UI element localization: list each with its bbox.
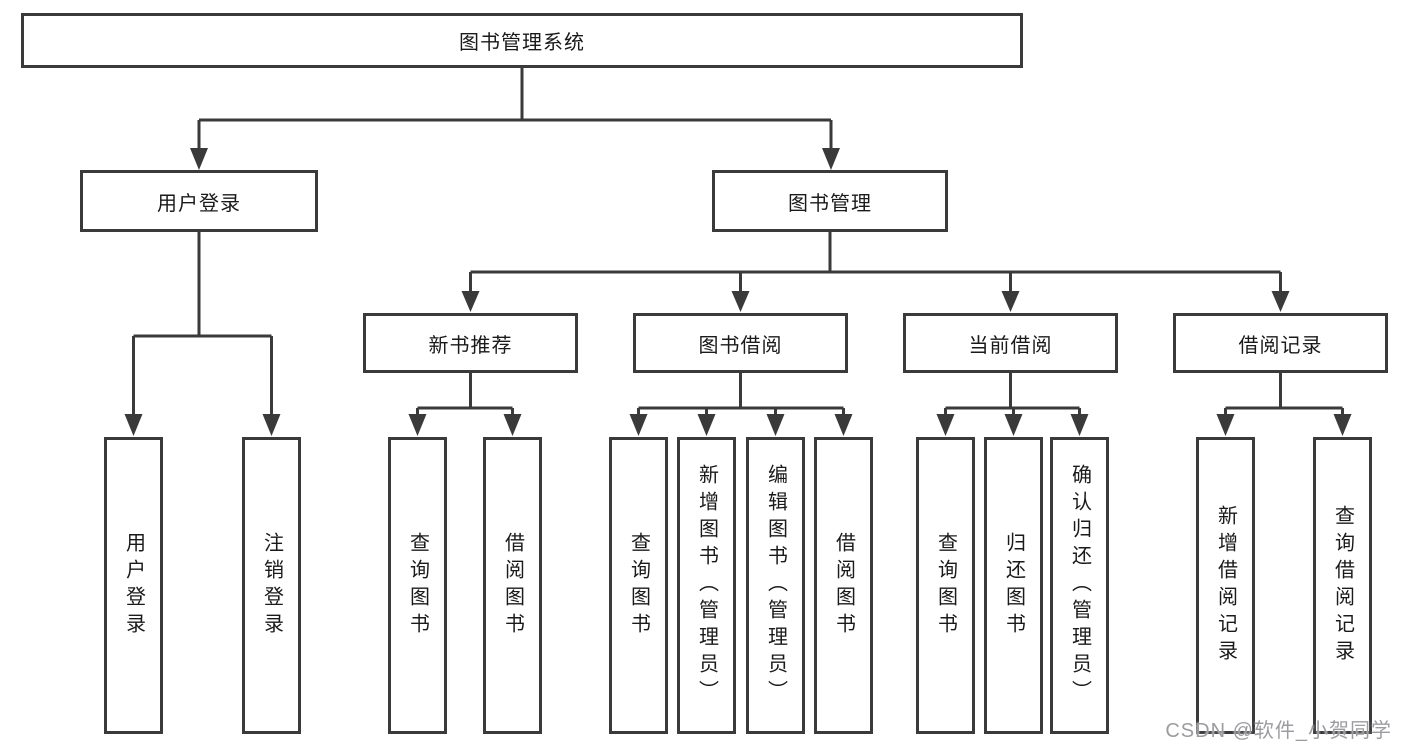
watermark-csdn: CSDN @软件_小贺同学: [1165, 720, 1392, 742]
leaf-confirm-return-admin: 确认归还（管理员）: [1050, 437, 1109, 734]
leaf-label: 查询图书: [627, 531, 650, 640]
leaf-query-books-current: 查询图书: [916, 437, 975, 734]
connector-user-login-to-leaves: [124, 232, 281, 436]
leaf-borrow-books-borrowing: 借阅图书: [814, 437, 873, 734]
connector-current-borrowing-to-leaves: [936, 373, 1089, 436]
arrow-down-icon: [190, 148, 208, 170]
leaf-label: 查询图书: [406, 531, 429, 640]
connector-book-management-to-level3: [461, 232, 1290, 312]
arrow-down-icon: [124, 414, 143, 436]
arrow-down-icon: [1004, 414, 1023, 436]
arrow-down-icon: [731, 291, 750, 312]
leaf-label: 查询借阅记录: [1331, 504, 1354, 667]
leaf-logout: 注销登录: [242, 437, 301, 734]
leaf-label: 编辑图书（管理员）: [764, 464, 787, 707]
node-new-book-recommendation: 新书推荐: [363, 313, 578, 373]
leaf-label: 查询图书: [934, 531, 957, 640]
arrow-down-icon: [1001, 291, 1020, 312]
connector-root-to-level2: [190, 68, 840, 170]
arrow-down-icon: [834, 414, 853, 436]
node-current-borrowing: 当前借阅: [903, 313, 1118, 373]
leaf-query-books-recommend: 查询图书: [388, 437, 447, 734]
arrow-down-icon: [697, 414, 716, 436]
arrow-down-icon: [1070, 414, 1089, 436]
leaf-add-book-admin: 新增图书（管理员）: [677, 437, 736, 734]
leaf-label: 归还图书: [1002, 531, 1025, 640]
arrow-down-icon: [822, 148, 840, 170]
leaf-add-borrow-record: 新增借阅记录: [1196, 437, 1255, 734]
leaf-label: 确认归还（管理员）: [1068, 464, 1091, 707]
arrow-down-icon: [766, 414, 785, 436]
node-book-borrowing: 图书借阅: [633, 313, 848, 373]
arrow-down-icon: [408, 414, 427, 436]
node-borrowing-records: 借阅记录: [1173, 313, 1388, 373]
node-library-management-system: 图书管理系统: [21, 13, 1023, 68]
node-book-management: 图书管理: [712, 170, 948, 232]
leaf-label: 借阅图书: [832, 531, 855, 640]
arrow-down-icon: [1333, 414, 1352, 436]
arrow-down-icon: [461, 291, 480, 312]
leaf-query-borrow-record: 查询借阅记录: [1313, 437, 1372, 734]
arrow-down-icon: [1271, 291, 1290, 312]
connector-borrow-records-to-leaves: [1216, 373, 1352, 436]
leaf-user-login: 用户登录: [104, 437, 163, 734]
leaf-label: 新增借阅记录: [1214, 504, 1237, 667]
leaf-label: 用户登录: [122, 531, 145, 640]
arrow-down-icon: [1216, 414, 1235, 436]
arrow-down-icon: [262, 414, 281, 436]
leaf-label: 注销登录: [260, 531, 283, 640]
leaf-label: 借阅图书: [501, 531, 524, 640]
arrow-down-icon: [936, 414, 955, 436]
leaf-return-books: 归还图书: [984, 437, 1043, 734]
node-user-login: 用户登录: [80, 170, 318, 232]
leaf-label: 新增图书（管理员）: [695, 464, 718, 707]
leaf-query-books-borrowing: 查询图书: [609, 437, 668, 734]
arrow-down-icon: [503, 414, 522, 436]
connector-new-book-rec-to-leaves: [408, 373, 522, 436]
arrow-down-icon: [629, 414, 648, 436]
connector-book-borrowing-to-leaves: [629, 373, 853, 436]
leaf-edit-book-admin: 编辑图书（管理员）: [746, 437, 805, 734]
leaf-borrow-books-recommend: 借阅图书: [483, 437, 542, 734]
